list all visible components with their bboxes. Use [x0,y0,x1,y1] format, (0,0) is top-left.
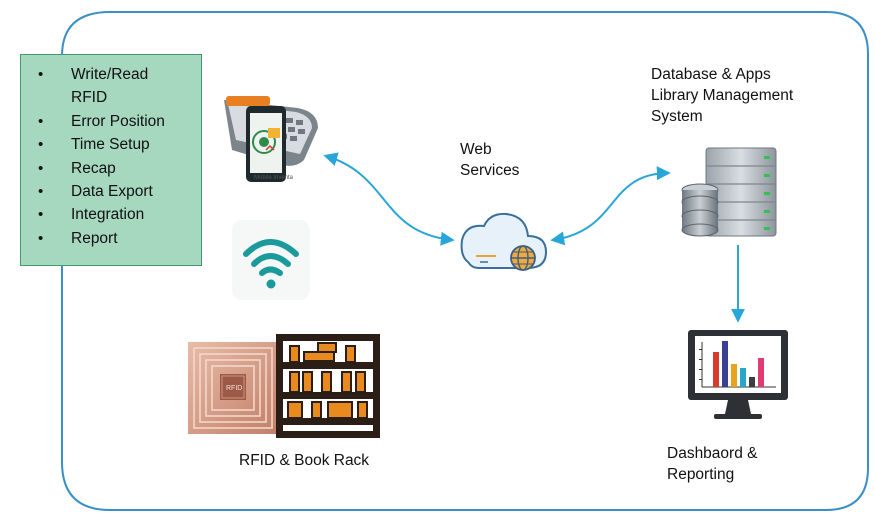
feature-item: Recap [21,157,201,181]
book-rack-icon [276,334,380,438]
feature-item-continuation: RFID [71,89,108,107]
feature-item: Report [21,227,201,251]
handheld-rfid-reader-icon [224,96,318,182]
database-line: Database & Apps [651,66,771,83]
monitor-chart-icon [688,330,788,419]
arrow-reader-cloud [323,152,455,246]
database-line: Library Management [651,87,794,104]
cloud-globe-icon [460,212,548,271]
dashboard-line: Dashbaord & [667,445,758,462]
feature-item: Data Export [21,180,201,204]
feature-item: Integration [21,203,201,227]
web-services-line: Services [460,162,520,179]
database-label: Database & Apps Library Management Syste… [651,64,793,127]
feature-list-box: Write/Read RFID Error Position Time Setu… [20,54,202,266]
dashboard-line: Reporting [667,466,735,483]
feature-item: Write/Read [21,63,201,87]
database-line: System [651,108,703,125]
server-stack-icon [681,147,777,237]
connector-arrows [323,152,745,323]
phone-app-label: Mobile Inventa [254,175,294,181]
wifi-icon [232,220,310,300]
web-services-label: Web Services [460,139,519,181]
arrow-cloud-database [550,166,671,246]
rfid-rack-label: RFID & Book Rack [239,452,370,469]
feature-item: Time Setup [21,133,201,157]
feature-list: Write/Read RFID Error Position Time Setu… [21,55,201,251]
dashboard-label: Dashbaord & Reporting [667,443,757,485]
rfid-tag-icon [188,342,278,434]
web-services-line: Web [460,141,492,158]
feature-item: Error Position [21,110,201,134]
rfid-tag-label: RFID [226,385,242,392]
outer-frame [61,11,869,511]
